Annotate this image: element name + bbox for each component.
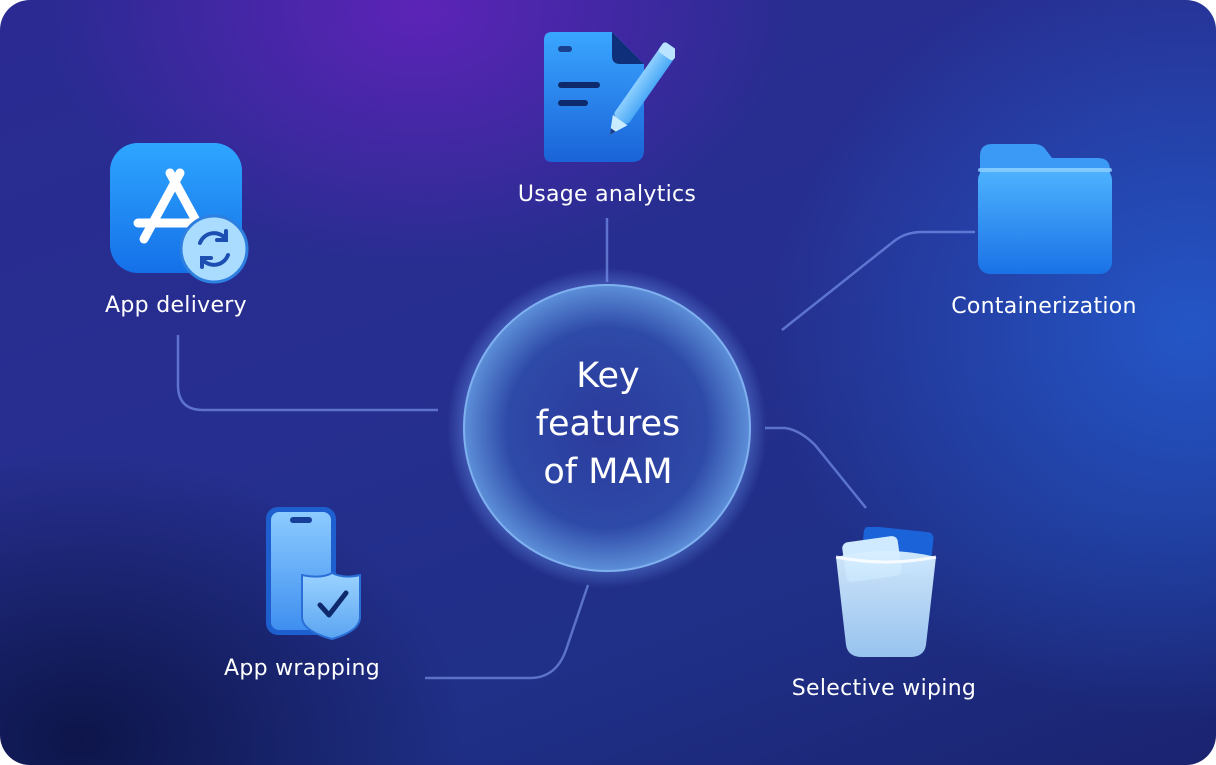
trash-bin-icon — [835, 527, 937, 657]
node-label-selective-wiping: Selective wiping — [791, 676, 977, 701]
hub-title: Key features of MAM — [458, 352, 758, 496]
hub-circle — [463, 284, 751, 572]
node-label-containerization: Containerization — [951, 294, 1137, 319]
app-store-refresh-icon — [110, 143, 249, 284]
phone-shield-icon — [266, 507, 361, 640]
connector-app-wrapping — [425, 584, 590, 680]
connector-app-delivery — [176, 335, 438, 412]
node-label-usage-analytics: Usage analytics — [517, 182, 697, 207]
folder-icon — [978, 144, 1112, 274]
document-pencil-icon — [544, 32, 675, 162]
node-label-app-delivery: App delivery — [105, 293, 247, 318]
hub-title-line-1: Key — [576, 356, 640, 396]
connector-selective-wiping — [765, 426, 867, 509]
node-label-app-wrapping: App wrapping — [223, 656, 381, 681]
hub-title-line-3: of MAM — [543, 452, 673, 492]
hub-title-line-2: features — [535, 404, 681, 444]
connector-containerization — [781, 230, 975, 331]
